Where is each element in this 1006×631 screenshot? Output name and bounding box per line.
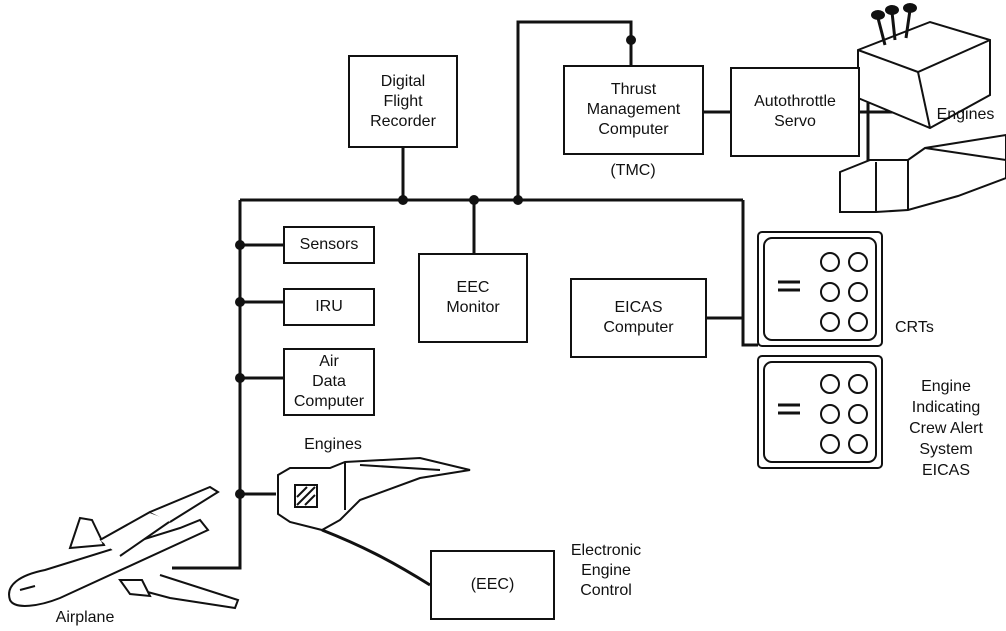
tmc-abbrev-label: (TMC): [610, 162, 656, 179]
air-data-computer-box: Air Data Computer: [283, 348, 375, 416]
crt-display-top-icon: [757, 231, 883, 347]
engines-mid-label: Engines: [304, 436, 362, 453]
eec-monitor-box: EEC Monitor: [418, 253, 528, 343]
crt-display-bottom-icon: [757, 355, 883, 469]
autothrottle-servo-box: Autothrottle Servo: [730, 67, 860, 157]
eicas-full-label: Engine Indicating Crew Alert System EICA…: [909, 378, 983, 479]
eicas-computer-box: EICAS Computer: [570, 278, 707, 358]
engine-mid-icon: [277, 456, 471, 532]
thrust-management-computer-box: Thrust Management Computer: [563, 65, 704, 155]
iru-box: IRU: [283, 288, 375, 326]
digital-flight-recorder-box: Digital Flight Recorder: [348, 55, 458, 148]
engine-top-icon: [839, 133, 1006, 213]
eec-full-label: Electronic Engine Control: [570, 542, 642, 599]
airplane-icon: [8, 485, 240, 610]
eec-box: (EEC): [430, 550, 555, 620]
throttle-quadrant-icon: [857, 3, 991, 130]
left-bus: [172, 200, 242, 570]
airplane-label: Airplane: [55, 609, 115, 626]
crts-label: CRTs: [895, 319, 934, 336]
engines-top-label: Engines: [936, 106, 995, 123]
sensors-box: Sensors: [283, 226, 375, 264]
